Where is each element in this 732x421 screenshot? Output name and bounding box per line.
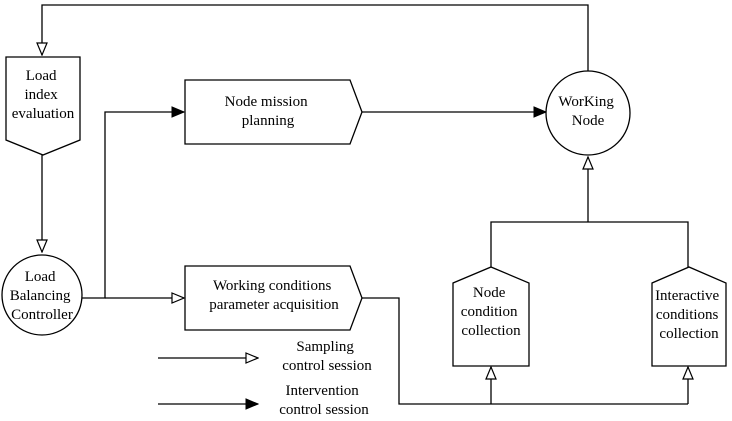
edge-controller-to-mission-planning (82, 112, 184, 299)
legend: Sampling control session Intervention co… (158, 339, 372, 418)
legend-sampling-label: Sampling control session (282, 339, 372, 374)
label-interactive-conditions-collection: Interactive conditions collection (655, 288, 723, 342)
node-load-index-evaluation: Load index evaluation (5, 56, 81, 156)
node-load-balancing-controller: Load Balancing Controller (1, 254, 83, 336)
edge-collections-to-working-node (490, 221, 689, 268)
node-interactive-conditions-collection: Interactive conditions collection (651, 266, 727, 367)
label-load-balancing-controller: Load Balancing Controller (10, 269, 75, 323)
label-node-condition-collection: Node condition collection (461, 285, 521, 339)
label-load-index-evaluation: Load index evaluation (12, 68, 75, 122)
label-node-mission-planning: Node mission planning (225, 94, 312, 129)
label-working-node: WorKing Node (558, 94, 617, 129)
node-working-node: WorKing Node (545, 70, 631, 156)
edge-acquisition-to-collections (362, 297, 688, 405)
node-condition-collection: Node condition collection (452, 266, 530, 367)
edge-working-node-to-load-index (42, 4, 589, 84)
label-working-conditions-acquisition: Working conditions parameter acquisition (209, 278, 339, 313)
node-working-conditions-acquisition: Working conditions parameter acquisition (184, 265, 363, 331)
node-mission-planning: Node mission planning (184, 79, 363, 145)
legend-intervention-label: Intervention control session (279, 383, 369, 418)
